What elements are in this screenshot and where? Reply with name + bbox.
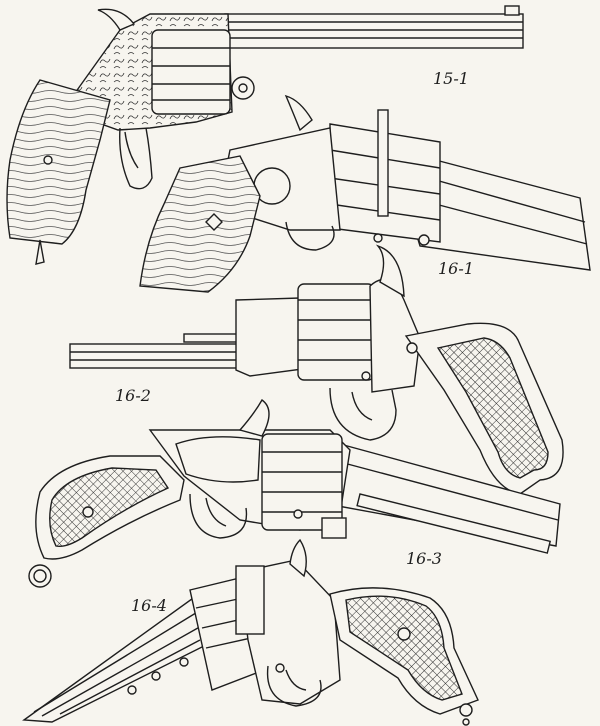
revolver-16-1 <box>139 94 591 293</box>
figure-label-15-1: 15-1 <box>433 69 469 88</box>
figure-label-16-3: 16-3 <box>406 549 442 568</box>
revolver-16-2 <box>69 244 564 495</box>
revolver-15-1 <box>6 5 524 265</box>
revolver-16-3 <box>28 398 561 588</box>
figure-label-16-1: 16-1 <box>438 259 474 278</box>
figure-label-16-2: 16-2 <box>115 386 151 405</box>
revolver-16-4 <box>22 538 479 726</box>
figure-label-16-4: 16-4 <box>131 596 167 615</box>
